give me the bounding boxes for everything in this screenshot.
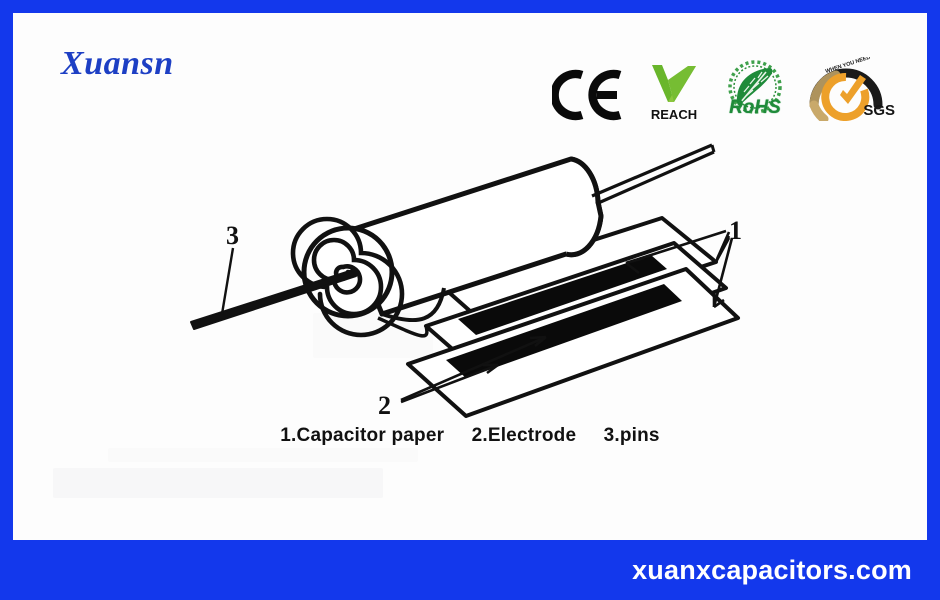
lead-pin-left — [190, 268, 357, 330]
rohs-certification-logo: RoHS — [723, 41, 787, 121]
green-leaf-icon — [728, 60, 782, 114]
image-canvas: Xuansn REACH — [13, 13, 927, 540]
certification-logo-strip: REACH RoHS WHEN — [551, 41, 897, 121]
callout-3-leader — [220, 247, 235, 315]
lead-wire-right — [591, 143, 716, 206]
reach-label: REACH — [650, 107, 698, 122]
callout-2-leaders — [400, 335, 547, 404]
diagram-caption: 1.Capacitor paper 2.Electrode 3.pins — [280, 425, 660, 446]
capacitor-roll-body — [345, 156, 604, 338]
sgs-certification-logo: WHEN YOU NEED SGS — [805, 41, 897, 121]
callout-label-2: 2 — [378, 391, 391, 420]
rohs-label: RoHS — [729, 97, 781, 118]
sgs-label: SGS — [863, 102, 895, 119]
reach-certification-logo: REACH — [643, 41, 705, 121]
watermark-smudge — [53, 468, 383, 498]
watermark-smudge — [108, 448, 418, 462]
ce-mark-icon — [552, 69, 622, 121]
website-url: xuanxcapacitors.com — [632, 554, 912, 585]
footer-bar: xuanxcapacitors.com — [0, 540, 940, 600]
sgs-swoosh-icon: WHEN YOU NEED — [809, 57, 883, 121]
electrode-foil-upper — [458, 255, 667, 335]
capacitor-construction-diagram: 3 1 2 — [190, 143, 742, 420]
callout-label-3: 3 — [226, 221, 239, 250]
ce-certification-logo — [551, 41, 625, 121]
callout-1-leaders — [625, 229, 734, 309]
brand-logo: Xuansn — [61, 45, 174, 82]
green-check-icon — [652, 65, 696, 102]
callout-label-1: 1 — [729, 216, 742, 245]
